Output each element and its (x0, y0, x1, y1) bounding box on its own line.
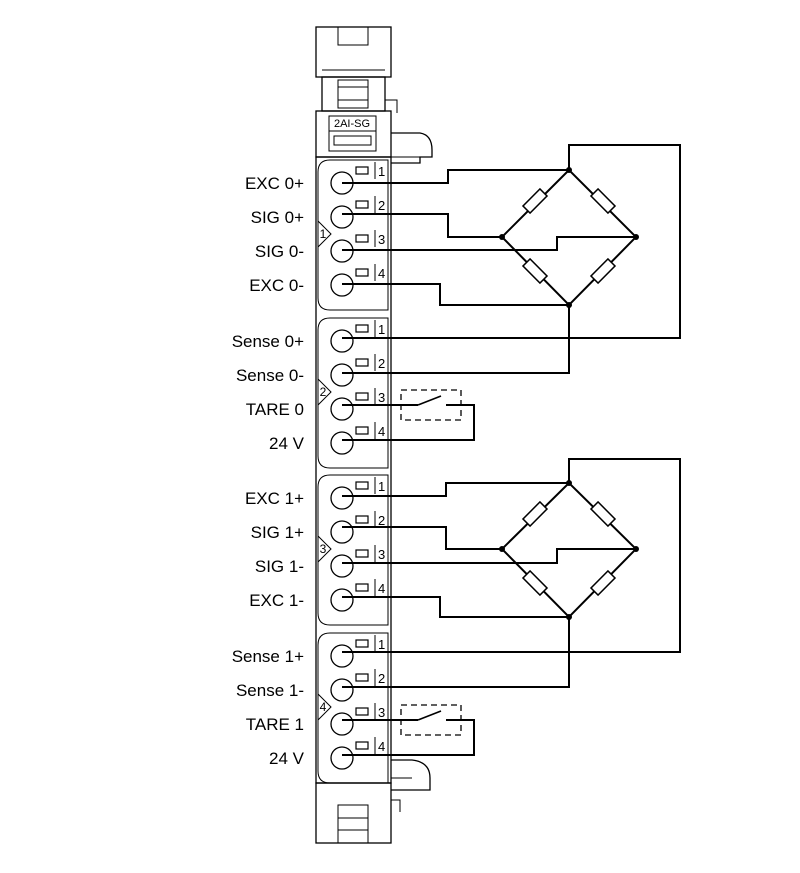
pin-number: 4 (378, 581, 385, 596)
terminal-screw[interactable] (330, 363, 354, 387)
terminal-label: EXC 1- (249, 591, 304, 610)
block-number: 4 (320, 700, 327, 714)
terminal-label: Sense 1- (236, 681, 304, 700)
release-tab-icon[interactable] (355, 549, 369, 558)
pin-number: 4 (378, 266, 385, 281)
module-label: 2AI-SG (334, 118, 370, 130)
terminal-label: SIG 1- (255, 557, 304, 576)
terminal-screw[interactable] (330, 205, 354, 229)
block-marker-icon (317, 535, 332, 563)
pin-number: 2 (378, 671, 385, 686)
pin-number: 2 (378, 198, 385, 213)
terminal-screw[interactable] (330, 486, 354, 510)
release-tab-icon[interactable] (355, 166, 369, 175)
release-tab-icon[interactable] (355, 583, 369, 592)
pin-number: 1 (378, 479, 385, 494)
terminal-block-outline (317, 632, 389, 784)
block-marker-icon (317, 220, 332, 248)
terminal-screw[interactable] (330, 588, 354, 612)
terminal-block-outline (317, 159, 389, 311)
module-housing (315, 26, 433, 844)
release-tab-icon[interactable] (355, 234, 369, 243)
terminal-screw[interactable] (330, 554, 354, 578)
terminal-screw[interactable] (330, 746, 354, 770)
terminal-label: EXC 0+ (245, 174, 304, 193)
terminal-screw[interactable] (330, 431, 354, 455)
release-tab-icon[interactable] (355, 673, 369, 682)
terminal-label: SIG 0+ (251, 208, 304, 227)
pin-number: 3 (378, 547, 385, 562)
release-tab-icon[interactable] (355, 426, 369, 435)
terminal-block-outline (317, 317, 389, 469)
terminal-label: EXC 1+ (245, 489, 304, 508)
pin-number: 3 (378, 390, 385, 405)
pin-number: 1 (378, 637, 385, 652)
release-tab-icon[interactable] (355, 639, 369, 648)
load-cell-bridge-1 (499, 480, 639, 620)
release-tab-icon[interactable] (355, 741, 369, 750)
pin-number: 3 (378, 232, 385, 247)
block-marker-icon (317, 693, 332, 721)
terminal-screw[interactable] (330, 397, 354, 421)
load-cell-bridge-0 (499, 167, 639, 308)
terminal-label: 24 V (269, 749, 305, 768)
terminal-label: Sense 1+ (232, 647, 304, 666)
terminal-screw[interactable] (330, 329, 354, 353)
pin-number: 4 (378, 424, 385, 439)
terminal-screw[interactable] (330, 712, 354, 736)
pin-number: 2 (378, 356, 385, 371)
terminal-screw[interactable] (330, 644, 354, 668)
tare-switch-0 (342, 389, 475, 441)
wiring-bridge-1 (342, 458, 681, 688)
block-number: 2 (320, 385, 327, 399)
terminal-label: TARE 1 (246, 715, 304, 734)
release-tab-icon[interactable] (355, 515, 369, 524)
block-number: 1 (320, 227, 327, 241)
pin-number: 2 (378, 513, 385, 528)
pin-number: 3 (378, 705, 385, 720)
block-number: 3 (320, 542, 327, 556)
terminal-label: 24 V (269, 434, 305, 453)
release-tab-icon[interactable] (355, 358, 369, 367)
pin-number: 1 (378, 164, 385, 179)
terminal-label: SIG 1+ (251, 523, 304, 542)
pin-number: 1 (378, 322, 385, 337)
terminal-screw[interactable] (330, 520, 354, 544)
release-tab-icon[interactable] (355, 268, 369, 277)
block-marker-icon (317, 378, 332, 406)
terminal-label: Sense 0+ (232, 332, 304, 351)
terminal-label: Sense 0- (236, 366, 304, 385)
release-tab-icon[interactable] (355, 481, 369, 490)
terminal-label: TARE 0 (246, 400, 304, 419)
terminal-screw[interactable] (330, 678, 354, 702)
terminal-label: EXC 0- (249, 276, 304, 295)
release-tab-icon[interactable] (355, 707, 369, 716)
terminal-block-outline (317, 474, 389, 626)
pin-number: 4 (378, 739, 385, 754)
terminal-label: SIG 0- (255, 242, 304, 261)
release-tab-icon[interactable] (355, 324, 369, 333)
release-tab-icon[interactable] (355, 200, 369, 209)
tare-switch-1 (342, 704, 475, 756)
wiring-bridge-0 (342, 144, 681, 374)
release-tab-icon[interactable] (355, 392, 369, 401)
